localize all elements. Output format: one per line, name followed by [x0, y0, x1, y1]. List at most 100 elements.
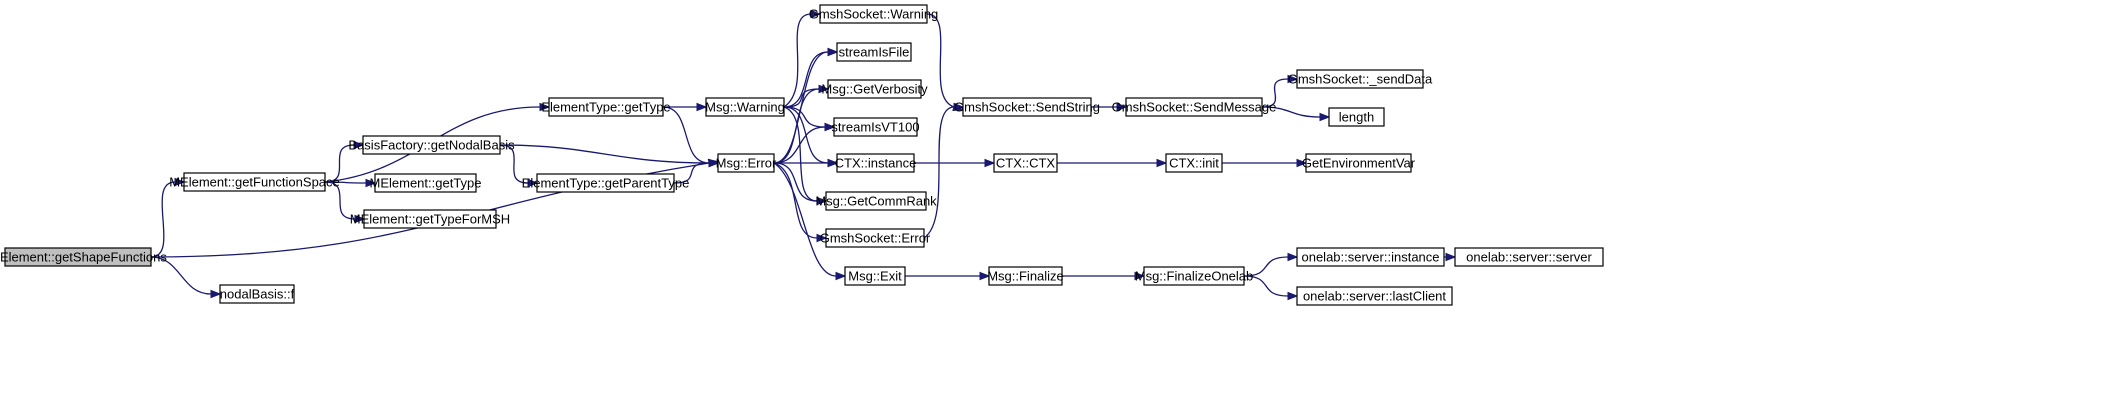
edge-melement-getshapefunctions-to-nodalbasis-f	[150, 256, 222, 299]
arrowhead	[827, 47, 839, 57]
edge-line	[673, 162, 710, 184]
node-label: MElement::getFunctionSpace	[169, 175, 340, 190]
node-gmshsocket-sendstring[interactable]: GmshSocket::SendString	[954, 97, 1100, 117]
arrowhead	[818, 84, 830, 94]
arrowhead	[816, 233, 828, 243]
edge-line	[499, 144, 710, 164]
node-melement-getshapefunctions[interactable]: MElement::getShapeFunctions	[0, 247, 167, 267]
edge-line	[150, 256, 212, 295]
node-elementtype-gettype[interactable]: ElementType::getType	[541, 97, 671, 117]
node-streamisfile[interactable]: streamIsFile	[836, 42, 912, 62]
node-ctx-init[interactable]: CTX::init	[1165, 153, 1223, 173]
node-label: Msg::Error	[716, 156, 777, 171]
node-box	[825, 191, 927, 211]
edge-line	[783, 88, 820, 108]
edge-msg-error-to-msg-getverbosity	[773, 84, 830, 164]
node-label: ElementType::getParentType	[522, 176, 690, 191]
node-gmshsocket-warning[interactable]: GmshSocket::Warning	[809, 4, 939, 24]
node-onelab-server-instance[interactable]: onelab::server::instance	[1296, 247, 1445, 267]
node-length[interactable]: length	[1328, 107, 1385, 127]
edge-line	[499, 144, 529, 184]
node-onelab-server-lastclient[interactable]: onelab::server::lastClient	[1296, 286, 1453, 306]
node-box	[1305, 153, 1412, 173]
edge-line	[773, 162, 837, 277]
node-getenvironmentvar[interactable]: GetEnvironmentVar	[1302, 153, 1416, 173]
node-melement-gettypeformsh[interactable]: MElement::getTypeForMSH	[350, 209, 510, 229]
edge-msg-finalize-to-msg-finalizeonelab	[1062, 271, 1146, 281]
arrowhead	[1287, 252, 1299, 262]
arrowhead	[1445, 252, 1457, 262]
node-box	[183, 172, 326, 192]
arrowhead	[365, 178, 377, 188]
edge-gmshsocket-sendstring-to-gmshsocket-sendmessage	[1091, 102, 1128, 112]
edge-msg-error-to-gmshsocket-error	[773, 162, 828, 243]
edge-line	[773, 162, 818, 202]
edge-line	[324, 181, 367, 184]
node-box	[827, 79, 922, 99]
edge-basisfactory-getnodalbasis-to-msg-error	[499, 144, 720, 168]
edge-line	[926, 13, 955, 108]
node-basisfactory-getnodalbasis[interactable]: BasisFactory::getNodalBasis	[348, 135, 515, 155]
node-msg-getverbosity[interactable]: Msg::GetVerbosity	[821, 79, 928, 99]
node-label: MElement::getShapeFunctions	[0, 250, 167, 265]
edge-line	[1243, 275, 1289, 297]
node-box	[993, 153, 1058, 173]
edge-line	[150, 181, 176, 258]
edge-line	[324, 181, 356, 220]
edge-gmshsocket-sendmessage-to-length	[1261, 106, 1331, 122]
node-label: ElementType::getType	[541, 100, 670, 115]
edge-ctx-ctx-to-ctx-init	[1057, 158, 1168, 168]
node-gmshsocket-senddata[interactable]: GmshSocket::_sendData	[1288, 69, 1433, 89]
node-nodalbasis-f[interactable]: nodalBasis::f	[219, 284, 295, 304]
edge-line	[773, 126, 826, 164]
edge-msg-warning-to-gmshsocket-warning	[783, 9, 822, 108]
edge-line	[783, 13, 812, 108]
node-msg-exit[interactable]: Msg::Exit	[844, 266, 906, 286]
node-gmshsocket-error[interactable]: GmshSocket::Error	[820, 228, 931, 248]
edge-msg-error-to-msg-getcommrank	[773, 162, 828, 206]
node-msg-finalizeonelab[interactable]: Msg::FinalizeOnelab	[1135, 266, 1254, 286]
node-box	[374, 173, 477, 193]
node-ctx-ctx[interactable]: CTX::CTX	[993, 153, 1058, 173]
edge-msg-finalizeonelab-to-onelab-server-lastclient	[1243, 275, 1299, 301]
node-box	[836, 42, 912, 62]
arrowhead	[1134, 271, 1146, 281]
node-label: GmshSocket::SendString	[954, 100, 1100, 115]
node-box	[825, 228, 925, 248]
node-msg-finalize[interactable]: Msg::Finalize	[987, 266, 1064, 286]
node-msg-getcommrank[interactable]: Msg::GetCommRank	[815, 191, 937, 211]
node-msg-error[interactable]: Msg::Error	[716, 153, 777, 173]
edge-line	[1243, 256, 1289, 277]
node-box	[1296, 69, 1424, 89]
node-ctx-instance[interactable]: CTX::instance	[835, 153, 917, 173]
edge-melement-getfunctionspace-to-melement-gettype	[324, 178, 377, 188]
node-label: onelab::server::server	[1466, 250, 1592, 265]
node-box	[1296, 247, 1445, 267]
node-melement-getfunctionspace[interactable]: MElement::getFunctionSpace	[169, 172, 340, 192]
edge-elementtype-gettype-to-msg-warning	[663, 102, 708, 112]
node-label: CTX::init	[1169, 156, 1219, 171]
node-box	[1454, 247, 1604, 267]
node-box	[844, 266, 906, 286]
arrowhead	[708, 158, 720, 168]
edge-msg-error-to-ctx-instance	[774, 158, 839, 168]
arrowhead	[539, 102, 551, 112]
edge-msg-error-to-streamisvt100	[773, 122, 836, 164]
arrowhead	[210, 289, 222, 299]
edge-line	[773, 88, 820, 164]
node-onelab-server-server[interactable]: onelab::server::server	[1454, 247, 1604, 267]
node-elementtype-getparenttype[interactable]: ElementType::getParentType	[522, 173, 690, 193]
arrowhead	[527, 178, 539, 188]
node-gmshsocket-sendmessage[interactable]: GmshSocket::SendMessage	[1112, 97, 1277, 117]
edge-msg-finalizeonelab-to-onelab-server-instance	[1243, 252, 1299, 277]
edge-msg-exit-to-msg-finalize	[905, 271, 991, 281]
node-label: onelab::server::lastClient	[1303, 289, 1446, 304]
node-melement-gettype[interactable]: MElement::getType	[370, 173, 482, 193]
edge-line	[662, 106, 710, 164]
edge-ctx-init-to-getenvironmentvar	[1222, 158, 1308, 168]
node-msg-warning[interactable]: Msg::Warning	[705, 97, 785, 117]
node-label: streamIsFile	[839, 45, 910, 60]
arrowhead	[1296, 158, 1308, 168]
edges-layer	[150, 9, 1457, 301]
node-streamisvt100[interactable]: streamIsVT100	[831, 117, 920, 137]
